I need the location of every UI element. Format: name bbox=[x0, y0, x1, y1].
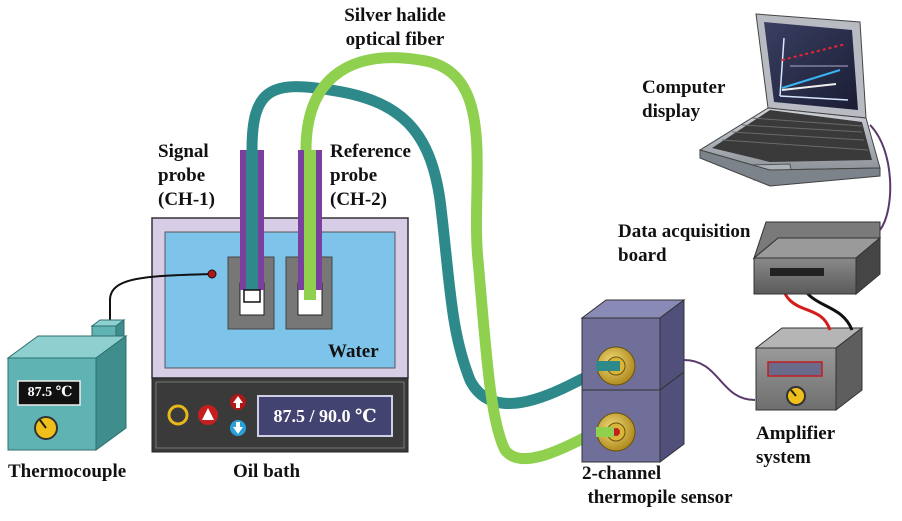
fiber-label-line-2: optical fiber bbox=[345, 29, 445, 50]
signal-probe-label-line-1: Signal bbox=[158, 141, 209, 162]
computer-label-line-2: display bbox=[642, 101, 701, 122]
reference-probe-label: Reference probe (CH-2) bbox=[330, 140, 411, 212]
thermocouple-display bbox=[17, 380, 81, 406]
fiber-ch1 bbox=[246, 81, 618, 409]
oil-bath bbox=[151, 217, 409, 453]
reference-probe-label-line-1: Reference bbox=[330, 141, 411, 162]
fiber-label: Silver halide optical fiber bbox=[320, 4, 470, 52]
computer-label: Computer display bbox=[642, 76, 725, 124]
thermopile-label: 2-channel thermopile sensor bbox=[570, 462, 750, 510]
signal-probe-label: Signal probe (CH-1) bbox=[158, 140, 215, 212]
thermopile-sensor bbox=[580, 299, 686, 463]
signal-probe-label-line-3: (CH-1) bbox=[158, 189, 215, 210]
cable-daq-laptop bbox=[869, 124, 892, 231]
fiber-ch2 bbox=[300, 52, 618, 465]
daq-label-line-2: board bbox=[618, 245, 667, 266]
reference-probe-label-line-2: probe bbox=[330, 165, 378, 186]
laptop-chart-icon bbox=[779, 37, 849, 101]
thermocouple-device bbox=[6, 269, 217, 451]
thermopile-label-line-1: 2-channel bbox=[582, 463, 662, 484]
power-ring-icon[interactable] bbox=[167, 404, 189, 426]
thermopile-label-line-2: thermopile sensor bbox=[587, 487, 733, 508]
oil-bath-readout: 87.5 / 90.0 ℃ bbox=[273, 406, 377, 426]
amplifier-system bbox=[754, 326, 864, 412]
oil-bath-display bbox=[257, 395, 393, 437]
water-label: Water bbox=[328, 341, 379, 362]
cable-sensor-amplifier bbox=[683, 359, 756, 401]
daq-label: Data acquisition board bbox=[618, 220, 751, 268]
data-acquisition-board bbox=[752, 221, 882, 296]
thermocouple-readout: 87.5 ℃ bbox=[27, 385, 73, 400]
amplifier-label-line-2: system bbox=[756, 447, 811, 468]
signal-probe-label-line-2: probe bbox=[158, 165, 206, 186]
fiber-label-line-1: Silver halide bbox=[344, 5, 446, 26]
daq-label-line-1: Data acquisition bbox=[618, 221, 751, 242]
thermocouple-label: Thermocouple bbox=[8, 461, 127, 482]
oil-bath-label: Oil bath bbox=[233, 461, 301, 482]
amplifier-label-line-1: Amplifier bbox=[756, 423, 836, 444]
reference-probe-label-line-3: (CH-2) bbox=[330, 189, 387, 210]
amplifier-label: Amplifier system bbox=[756, 422, 835, 470]
computer-label-line-1: Computer bbox=[642, 77, 726, 98]
laptop bbox=[698, 13, 881, 187]
